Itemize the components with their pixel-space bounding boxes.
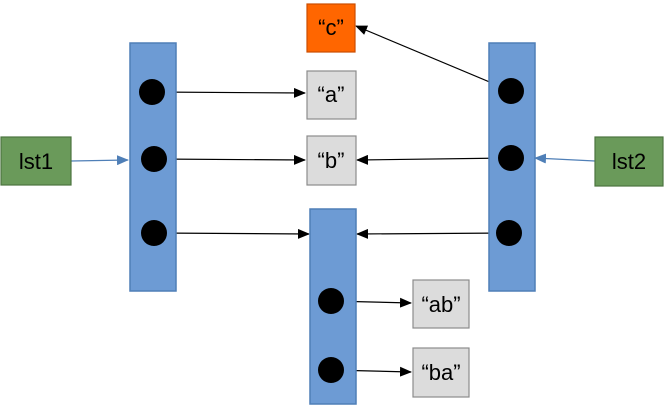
variable-lst1: lst1: [0, 136, 72, 186]
list1-slot3-pointer: [141, 220, 167, 246]
string-b-box: [306, 135, 357, 186]
string-ba: “ba”: [412, 347, 470, 398]
variable-lst1-box: [0, 136, 72, 186]
string-ab-box: [412, 279, 470, 329]
pointer-list1-slot3-to-inner: [153, 228, 310, 239]
list2-slot1-pointer: [498, 78, 524, 104]
string-ab-label: “ab”: [421, 292, 460, 317]
pointer-list1-slot2-to-b: [153, 154, 306, 165]
connections: [70, 25, 596, 377]
variable-lst2: lst2: [594, 136, 664, 187]
string-b: “b”: [306, 135, 357, 186]
pointer-list2-slot3-to-inner: [356, 228, 510, 239]
variable-lst2-label: lst2: [612, 149, 646, 174]
list1-slot1-pointer: [139, 79, 165, 105]
string-ab: “ab”: [412, 279, 470, 329]
string-ba-label: “ba”: [421, 360, 460, 385]
string-b-label: “b”: [318, 148, 345, 173]
string-a-label: “a”: [318, 82, 345, 107]
list1-slot2-pointer: [141, 146, 167, 172]
pointer-list2-slot1-to-c: [355, 25, 512, 92]
string-c: “c”: [306, 3, 356, 53]
arrow-lst2-to-list2: [534, 153, 596, 164]
pointer-list2-slot2-to-b: [356, 154, 512, 165]
string-c-label: “c”: [318, 15, 344, 40]
arrow-lst1-to-list1: [70, 155, 129, 166]
slot-dots: [139, 78, 524, 383]
string-ba-box: [412, 347, 470, 398]
variable-lst2-box: [594, 136, 664, 187]
string-c-box: [306, 3, 356, 53]
inner-slot1-pointer: [318, 288, 344, 314]
string-a-box: [306, 70, 357, 120]
pointer-list1-slot1-to-a: [151, 87, 306, 98]
inner-slot2-pointer: [318, 357, 344, 383]
list2-slot2-pointer: [498, 145, 524, 171]
string-a: “a”: [306, 70, 357, 120]
variable-lst1-label: lst1: [19, 149, 53, 174]
list2-slot3-pointer: [496, 220, 522, 246]
